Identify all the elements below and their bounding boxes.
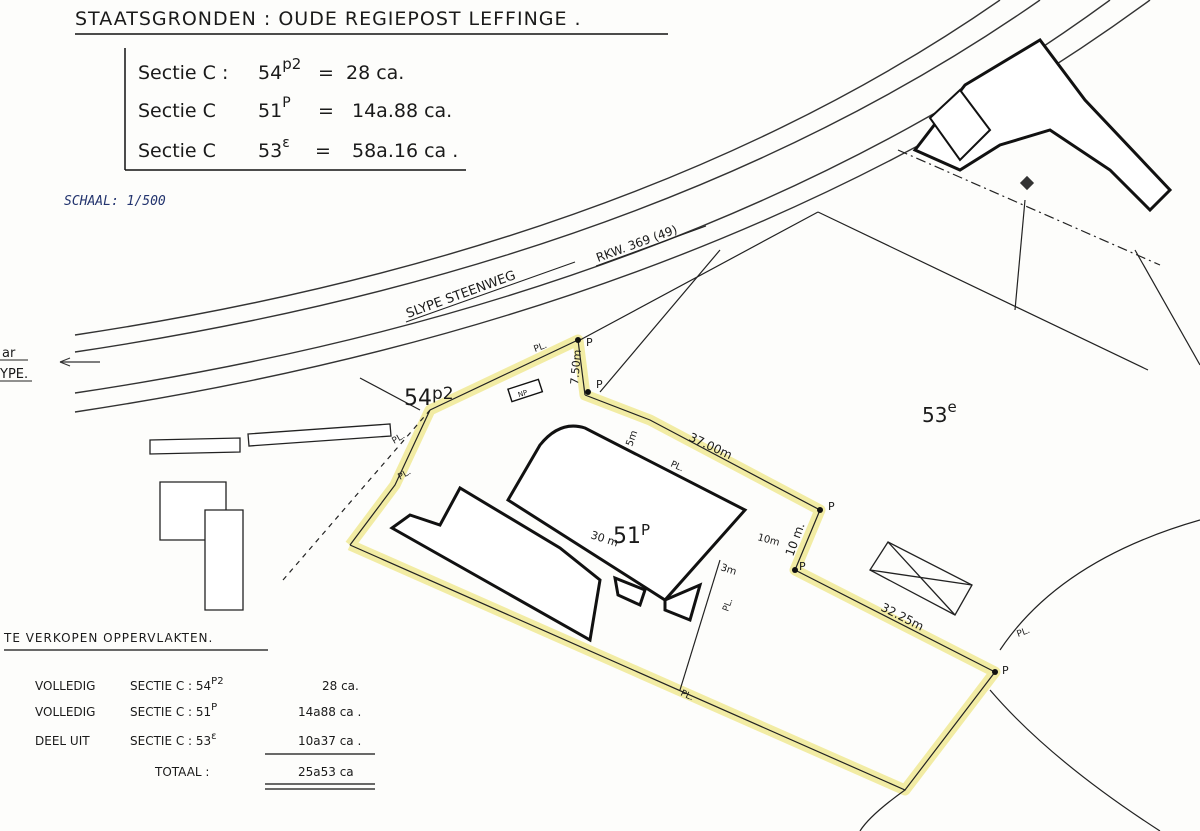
svg-text:28 ca.: 28 ca.: [346, 62, 404, 84]
svg-text:SECTIE C : 53ε: SECTIE C : 53ε: [130, 731, 217, 748]
sales-row-2: VOLLEDIG SECTIE C : 51P 14a88 ca .: [35, 702, 361, 719]
svg-text:PL.: PL.: [721, 597, 735, 613]
main-building: [389, 424, 748, 643]
svg-text:53ε: 53ε: [258, 135, 290, 162]
svg-text:=: =: [315, 140, 331, 162]
parcel-54-label: 54p2: [404, 384, 454, 411]
header-row-3: Sectie C 53ε = 58a.16 ca .: [138, 135, 458, 162]
svg-text:SECTIE C : 54P2: SECTIE C : 54P2: [130, 676, 224, 693]
svg-text:PL.: PL.: [533, 341, 549, 355]
svg-text:SECTIE C : 51P: SECTIE C : 51P: [130, 702, 217, 719]
svg-text:VOLLEDIG: VOLLEDIG: [35, 679, 95, 693]
header-row-1: Sectie C : 54p2 = 28 ca.: [138, 55, 404, 84]
svg-text:TOTAAL :: TOTAAL :: [154, 765, 209, 779]
scale-label: SCHAAL: 1/500: [64, 194, 166, 209]
sales-row-3: DEEL UIT SECTIE C : 53ε 10a37 ca .: [35, 731, 361, 748]
point-p-4: P: [799, 560, 806, 573]
road-name-label: SLYPE STEENWEG: [404, 268, 518, 322]
svg-text:DEEL UIT: DEEL UIT: [35, 734, 90, 748]
crossed-structure: [869, 541, 973, 616]
svg-text:28 ca.: 28 ca.: [322, 679, 359, 693]
parcel-51-label: 51P: [613, 521, 650, 549]
fence-left: [149, 423, 392, 611]
sales-total: TOTAAL : 25a53 ca: [154, 765, 354, 779]
svg-text:10a37 ca .: 10a37 ca .: [298, 734, 361, 748]
point-p-5: P: [1002, 664, 1009, 677]
parcel-boundaries: [282, 149, 1200, 831]
neighbour-building: [912, 38, 1173, 213]
svg-text:=: =: [318, 62, 334, 84]
road-direction-bottom: YPE.: [0, 367, 28, 382]
svg-text:PL.: PL.: [1016, 626, 1032, 640]
sales-title: TE VERKOPEN OPPERVLAKTEN.: [3, 631, 213, 645]
header-row-2: Sectie C 51P = 14a.88 ca.: [138, 95, 452, 122]
np-building: [507, 378, 544, 403]
plan-title: STAATSGRONDEN : OUDE REGIEPOST LEFFINGE …: [75, 8, 582, 30]
svg-text:51P: 51P: [258, 95, 291, 122]
svg-text:VOLLEDIG: VOLLEDIG: [35, 705, 95, 719]
road-direction-top: ar: [2, 346, 16, 361]
dim-7-50: 7.50m: [568, 349, 584, 385]
svg-text:=: =: [318, 100, 334, 122]
svg-text:Sectie C: Sectie C: [138, 140, 216, 162]
survey-points: P P P P P: [575, 336, 1009, 677]
point-p-2: P: [596, 378, 603, 391]
svg-text:Sectie C: Sectie C: [138, 100, 216, 122]
svg-text:Sectie C :: Sectie C :: [138, 62, 228, 84]
dim-3m: 3m: [719, 562, 738, 577]
dim-10m-a: 10m: [756, 532, 781, 548]
svg-text:14a88 ca .: 14a88 ca .: [298, 705, 361, 719]
svg-text:58a.16 ca .: 58a.16 ca .: [352, 140, 458, 162]
road-ref-label: RKW. 369 (49): [594, 223, 679, 265]
dim-5m: 5m: [624, 429, 640, 448]
svg-text:14a.88 ca.: 14a.88 ca.: [352, 100, 452, 122]
sales-row-1: VOLLEDIG SECTIE C : 54P2 28 ca.: [35, 676, 359, 693]
np-label: NP: [517, 389, 528, 400]
svg-text:54p2: 54p2: [258, 55, 301, 84]
parcel-53-label: 53e: [922, 398, 957, 427]
svg-text:PL.: PL.: [391, 431, 408, 446]
svg-text:25a53 ca: 25a53 ca: [298, 765, 354, 779]
point-p-3: P: [828, 500, 835, 513]
point-p-1: P: [586, 336, 593, 349]
